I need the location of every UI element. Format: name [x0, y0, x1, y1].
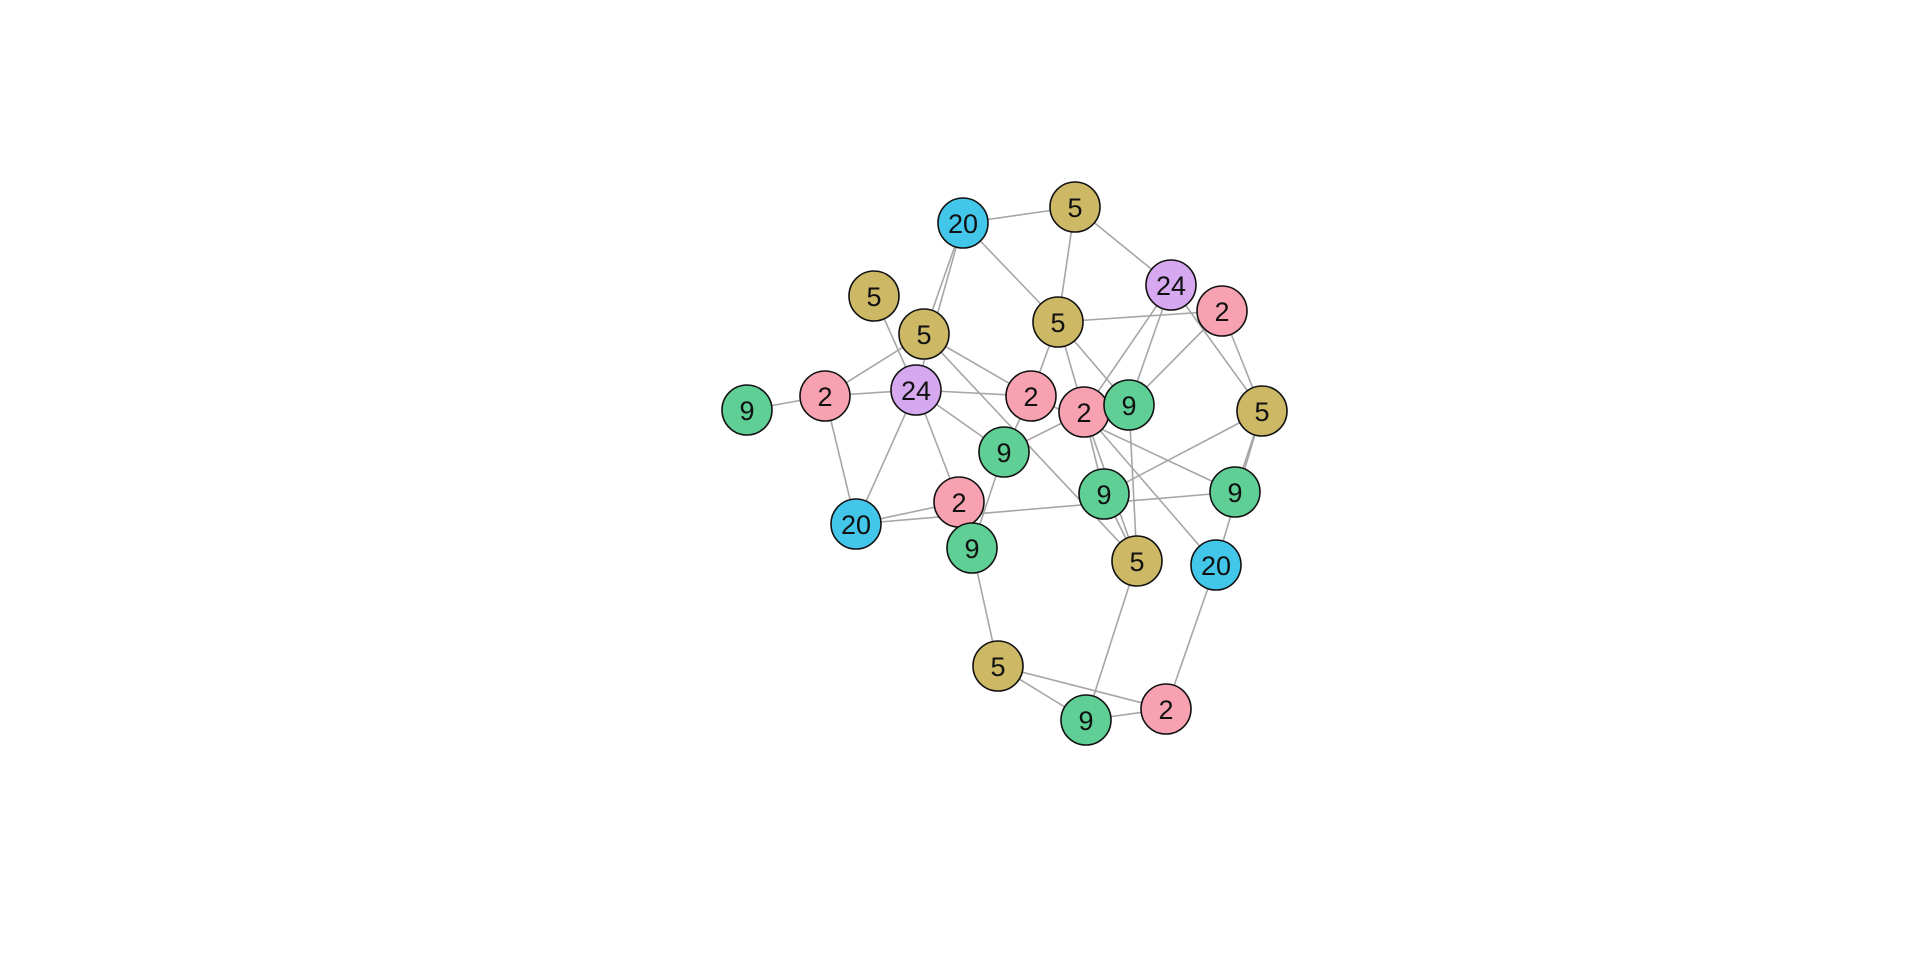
- graph-node: 2: [1005, 370, 1057, 422]
- node-circle: [1060, 694, 1112, 746]
- node-label: 2: [1214, 297, 1229, 327]
- node-label: 2: [1023, 382, 1038, 412]
- node-circle: [721, 384, 773, 436]
- node-circle: [946, 522, 998, 574]
- node-circle: [937, 197, 989, 249]
- node-label: 5: [916, 320, 931, 350]
- node-circle: [898, 308, 950, 360]
- graph-node: 9: [978, 426, 1030, 478]
- graph-node: 9: [1103, 379, 1155, 431]
- graph-edge: [915, 222, 964, 391]
- graph-edge: [1128, 404, 1138, 562]
- node-circle: [848, 270, 900, 322]
- graph-node: 20: [937, 197, 989, 249]
- node-circle: [830, 498, 882, 550]
- graph-node: 9: [946, 522, 998, 574]
- graph-node: 5: [1032, 296, 1084, 348]
- graph-edge: [1057, 310, 1223, 323]
- graph-node: 9: [1060, 694, 1112, 746]
- node-label: 20: [841, 510, 871, 540]
- node-circle: [972, 640, 1024, 692]
- node-label: 9: [739, 396, 754, 426]
- node-circle: [978, 426, 1030, 478]
- graph-node: 5: [1049, 181, 1101, 233]
- graph-node: 2: [799, 370, 851, 422]
- node-circle: [1236, 385, 1288, 437]
- graph-node: 2: [933, 476, 985, 528]
- node-circle: [1190, 539, 1242, 591]
- node-circle: [1140, 683, 1192, 735]
- node-label: 2: [817, 382, 832, 412]
- graph-node: 9: [721, 384, 773, 436]
- graph-node: 24: [1145, 259, 1197, 311]
- node-label: 20: [1201, 551, 1231, 581]
- graph-edge: [1170, 284, 1263, 412]
- node-label: 24: [1156, 271, 1186, 301]
- node-circle: [1111, 535, 1163, 587]
- node-label: 9: [1121, 391, 1136, 421]
- graph-node: 20: [830, 498, 882, 550]
- graph-node: 5: [1236, 385, 1288, 437]
- node-label: 9: [1227, 478, 1242, 508]
- graph-node: 2: [1196, 285, 1248, 337]
- graph-node: 5: [972, 640, 1024, 692]
- graph-node: 5: [1111, 535, 1163, 587]
- node-label: 5: [1254, 397, 1269, 427]
- node-label: 2: [951, 488, 966, 518]
- graph-node: 20: [1190, 539, 1242, 591]
- graph-node: 2: [1140, 683, 1192, 735]
- node-circle: [1103, 379, 1155, 431]
- node-circle: [1145, 259, 1197, 311]
- node-label: 2: [1158, 695, 1173, 725]
- graph-node: 9: [1078, 468, 1130, 520]
- graph-edge: [1085, 560, 1138, 721]
- node-label: 9: [996, 438, 1011, 468]
- node-label: 5: [990, 652, 1005, 682]
- node-label: 20: [948, 209, 978, 239]
- node-circle: [890, 364, 942, 416]
- node-circle: [799, 370, 851, 422]
- node-circle: [1209, 466, 1261, 518]
- node-label: 5: [1067, 193, 1082, 223]
- node-label: 5: [1050, 308, 1065, 338]
- node-circle: [1078, 468, 1130, 520]
- node-circle: [1049, 181, 1101, 233]
- node-circle: [1005, 370, 1057, 422]
- graph-edge: [997, 665, 1167, 710]
- node-label: 9: [1078, 706, 1093, 736]
- node-label: 9: [964, 534, 979, 564]
- node-label: 5: [1129, 547, 1144, 577]
- graph-edge: [923, 333, 1138, 562]
- node-circle: [1196, 285, 1248, 337]
- graph-edge: [1103, 410, 1263, 495]
- graph-edge: [855, 491, 1236, 525]
- graph-node: 9: [1209, 466, 1261, 518]
- graph-node: 5: [898, 308, 950, 360]
- graph-node: 24: [890, 364, 942, 416]
- graph-edge: [1083, 411, 1217, 566]
- node-label: 24: [901, 376, 931, 406]
- graph-node: 2: [1058, 386, 1110, 438]
- node-label: 9: [1096, 480, 1111, 510]
- node-label: 2: [1076, 398, 1091, 428]
- graph-node: 5: [848, 270, 900, 322]
- node-label: 5: [866, 282, 881, 312]
- node-circle: [1032, 296, 1084, 348]
